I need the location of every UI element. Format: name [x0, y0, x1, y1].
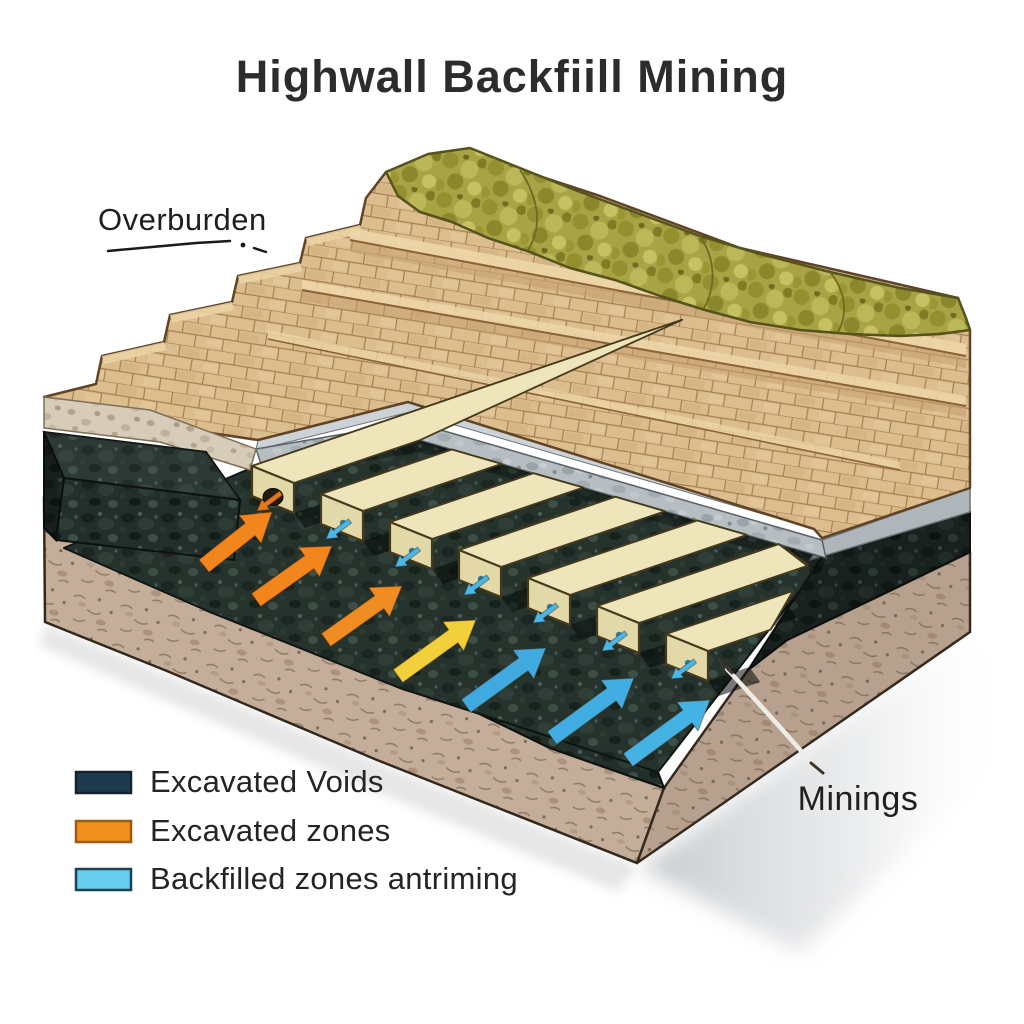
overburden-leader-line — [106, 239, 268, 254]
ground-shadow-right — [640, 634, 1024, 952]
base-right-shading — [637, 552, 970, 863]
mouth-arrow-icon — [463, 574, 491, 596]
ground-shadow-left — [40, 624, 637, 892]
flow-arrow-icon — [320, 585, 403, 648]
mouth-arrow-icon — [601, 630, 629, 652]
beam-end-face — [319, 492, 365, 543]
page-title: Highwall Backfiill Mining — [236, 51, 789, 102]
coal-seam-right-face — [747, 510, 971, 671]
legend-swatch-excavated-voids — [74, 770, 133, 795]
flow-arrow-icon — [198, 511, 273, 573]
flow-arrow-icon — [546, 677, 635, 746]
mouth-arrow-icon — [256, 490, 284, 512]
beam-end-face — [388, 520, 434, 571]
legend-swatch-backfilled-zones — [74, 867, 133, 892]
coal-remnant-block — [42, 430, 243, 562]
vegetation-cap — [384, 146, 972, 338]
mouth-arrow-icon — [670, 658, 698, 680]
mouth-arrow-icon — [325, 518, 353, 540]
flow-arrow-icon — [250, 545, 333, 608]
backfill-beams — [250, 318, 809, 683]
mouth-arrow-icon — [532, 602, 560, 624]
beam-end-face — [457, 548, 503, 599]
mouth-arrow-icon — [394, 546, 422, 568]
flow-arrows — [198, 511, 711, 768]
beam-cast-shadow — [708, 667, 761, 696]
minings-label: Minings — [798, 780, 919, 818]
minings-leader-line — [718, 659, 825, 775]
legend-swatch-excavated-zones — [74, 819, 133, 844]
legend: Excavated Voids Excavated zones Backfill… — [74, 764, 518, 896]
flow-arrow-icon — [460, 647, 547, 714]
beam-end-face — [664, 632, 710, 683]
beam-end-face — [595, 604, 641, 655]
legend-label-backfilled-zones: Backfilled zones antriming — [150, 861, 518, 896]
flow-arrow-icon — [392, 619, 477, 684]
beam-end-face — [526, 576, 572, 627]
coal-right-shading — [748, 512, 970, 670]
flow-arrow-icon — [622, 699, 711, 768]
legend-label-excavated-voids: Excavated Voids — [150, 764, 384, 799]
overburden-label: Overburden — [98, 202, 267, 237]
legend-label-excavated-zones: Excavated zones — [150, 813, 391, 848]
